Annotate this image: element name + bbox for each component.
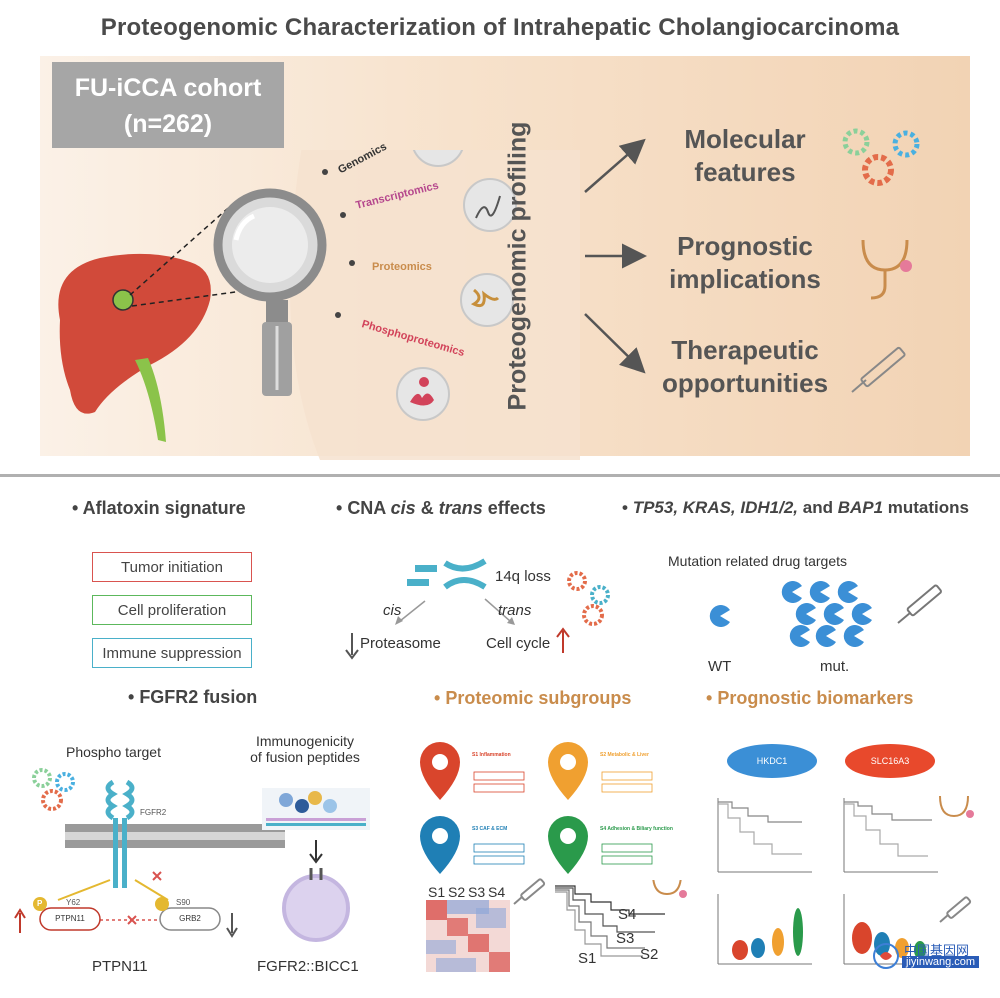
outcome-prognostic-implications: Prognostic implications bbox=[669, 231, 821, 294]
cohort-box: FU-iCCA cohort (n=262) bbox=[52, 62, 284, 148]
phospho-site-icon-2 bbox=[155, 897, 169, 911]
ptpn11-label: PTPN11 bbox=[92, 958, 148, 975]
outcome-molecular-features: Molecular features bbox=[684, 124, 806, 187]
syringe-icon-biomarkers bbox=[939, 896, 972, 923]
bile-duct-icon bbox=[135, 358, 166, 442]
ptpn11-box bbox=[39, 907, 101, 931]
gears-icon bbox=[842, 128, 920, 186]
omic-label-proteomics: Proteomics bbox=[372, 261, 432, 273]
dna-sphere-icon bbox=[412, 150, 464, 167]
hkdc1-km-plot bbox=[717, 798, 812, 873]
stethoscope-icon-biomarkers bbox=[939, 795, 974, 818]
mutant-proteins-icon bbox=[781, 581, 872, 647]
profiling-label: Proteogenomic profiling bbox=[503, 121, 532, 411]
s90-label: S90 bbox=[176, 898, 191, 907]
watermark-cn: 中国基因网 bbox=[904, 943, 970, 958]
omics-arc bbox=[290, 150, 580, 460]
pin-s2-icon bbox=[548, 742, 653, 800]
km-s2-label: S2 bbox=[640, 946, 659, 963]
heatmap-s2-label: S2 bbox=[448, 884, 466, 900]
gears-icon-cna bbox=[567, 571, 610, 626]
grb2-box-label: GRB2 bbox=[179, 914, 201, 923]
tumor-icon bbox=[112, 289, 134, 311]
wt-protein-icon bbox=[709, 605, 730, 627]
phospho-target-label: Phospho target bbox=[66, 744, 161, 760]
pin-s4-icon bbox=[548, 816, 653, 874]
phospho-site-icon bbox=[33, 897, 47, 911]
aflatoxin-item-tumor-initiation: Tumor initiation bbox=[92, 552, 252, 582]
chromosome-icon bbox=[407, 558, 487, 590]
fgfr2-bicc1-label: FGFR2::BICC1 bbox=[257, 958, 359, 975]
cna-heading: • CNA cis & trans effects bbox=[336, 498, 546, 518]
km-s1-label: S1 bbox=[578, 950, 597, 967]
subgroups-heading: • Proteomic subgroups bbox=[434, 688, 632, 708]
cna-cis-label: cis bbox=[383, 602, 402, 619]
cna-14q-loss-label: 14q loss bbox=[495, 568, 551, 585]
cna-diagram bbox=[345, 558, 610, 660]
subgroup-km-plot bbox=[555, 880, 687, 957]
heatmap-s3-label: S3 bbox=[468, 884, 486, 900]
slc16a3-km-plot bbox=[843, 798, 938, 873]
stethoscope-icon bbox=[861, 239, 912, 300]
wt-label: WT bbox=[708, 658, 732, 675]
peptide-mhc-icon bbox=[262, 788, 370, 830]
mutation-drug-targets-label: Mutation related drug targets bbox=[668, 553, 847, 569]
outcome-icons bbox=[842, 128, 920, 393]
aflatoxin-item-immune-suppression: Immune suppression bbox=[92, 638, 252, 668]
subgroup-pins bbox=[420, 742, 653, 874]
subgroup-s1-label: S1 Inflammation bbox=[472, 752, 511, 758]
aflatoxin-item-cell-proliferation: Cell proliferation bbox=[92, 595, 252, 625]
syringe-icon-mutation bbox=[897, 584, 942, 624]
y62-label: Y62 bbox=[66, 898, 81, 907]
stethoscope-icon-subgroups bbox=[652, 880, 687, 898]
profiling-arrows bbox=[584, 138, 647, 374]
pin-s1-icon bbox=[420, 742, 525, 800]
grb2-box bbox=[159, 907, 221, 931]
hkdc1-violin-plot bbox=[717, 894, 812, 965]
phosphoprotein-sphere-icon bbox=[396, 367, 450, 421]
t-cell-icon bbox=[282, 868, 350, 942]
km-s4-label: S4 bbox=[618, 906, 637, 923]
pin-s3-icon bbox=[420, 816, 525, 874]
cna-trans-label: trans bbox=[498, 602, 532, 619]
watermark-url: jiyinwang.com bbox=[902, 956, 980, 968]
syringe-icon-subgroups bbox=[513, 878, 546, 905]
mutations-heading: • TP53, KRAS, IDH1/2, and BAP1 mutations bbox=[622, 498, 969, 517]
biomarkers-heading: • Prognostic biomarkers bbox=[706, 688, 914, 708]
liver-icon bbox=[58, 253, 211, 414]
phospho-p-label: P bbox=[37, 899, 43, 908]
magnifier-icon bbox=[213, 188, 327, 396]
figure-title: Proteogenomic Characterization of Intrah… bbox=[100, 14, 900, 41]
section-divider bbox=[0, 474, 1000, 477]
syringe-icon bbox=[851, 346, 906, 393]
gears-icon-fgfr2 bbox=[32, 768, 75, 811]
immunogenicity-label: Immunogenicity of fusion peptides bbox=[250, 733, 360, 765]
subgroup-s4-label: S4 Adhesion & Biliary function bbox=[600, 826, 673, 832]
cna-cellcycle-label: Cell cycle bbox=[486, 635, 551, 652]
cohort-name: FU-iCCA cohort bbox=[74, 74, 262, 102]
heatmap-s4-label: S4 bbox=[488, 884, 506, 900]
membrane-icon bbox=[65, 824, 285, 848]
cohort-illustration bbox=[58, 150, 580, 460]
ptpn11-box-label: PTPN11 bbox=[55, 914, 85, 923]
fgfr2-diagram bbox=[14, 768, 370, 942]
aflatoxin-heading: • Aflatoxin signature bbox=[72, 498, 246, 518]
protein-sphere-icon bbox=[460, 273, 514, 327]
heatmap-s1-label: S1 bbox=[428, 884, 446, 900]
mutation-pacman-diagram bbox=[709, 581, 942, 647]
fgfr2-heading: • FGFR2 fusion bbox=[128, 687, 258, 707]
km-s3-label: S3 bbox=[616, 930, 635, 947]
watermark-logo-icon bbox=[873, 943, 899, 969]
subgroup-s3-label: S3 CAF & ECM bbox=[472, 826, 508, 832]
subgroup-s2-label: S2 Metabolic & Liver bbox=[600, 752, 649, 758]
cohort-size: (n=262) bbox=[123, 110, 213, 138]
fgfr2-receptor-icon bbox=[105, 779, 135, 888]
marker-hkdc1: HKDC1 bbox=[727, 744, 817, 778]
mut-label: mut. bbox=[820, 658, 850, 675]
marker-slc16a3: SLC16A3 bbox=[845, 744, 935, 778]
fgfr2-receptor-label: FGFR2 bbox=[140, 808, 167, 817]
outcome-therapeutic-opportunities: Therapeutic opportunities bbox=[661, 335, 829, 398]
subgroup-heatmap bbox=[426, 900, 510, 972]
cna-proteasome-label: Proteasome bbox=[360, 635, 441, 652]
